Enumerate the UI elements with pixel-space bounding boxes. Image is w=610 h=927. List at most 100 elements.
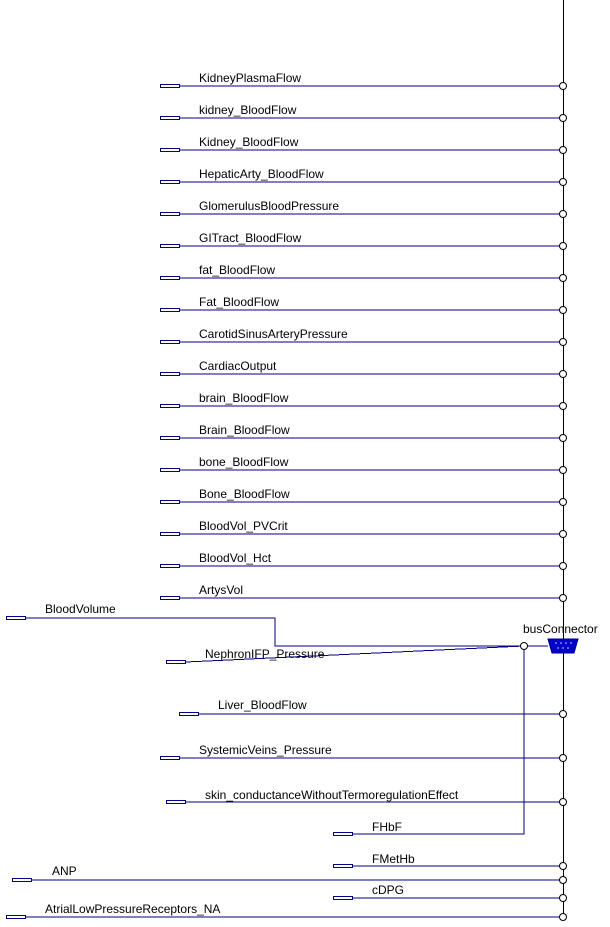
signal-label: ANP — [52, 864, 77, 878]
bus-junction-dot — [559, 562, 567, 570]
input-port-icon[interactable] — [160, 564, 180, 568]
signal-kidney_BloodFlow[interactable]: kidney_BloodFlow — [160, 103, 567, 122]
signal-label: fat_BloodFlow — [199, 263, 275, 277]
bus-junction-dot — [559, 82, 567, 90]
signal-label: NephronIFP_Pressure — [205, 647, 325, 661]
bus-junction-dot — [559, 114, 567, 122]
input-port-icon[interactable] — [179, 712, 199, 716]
signal-skin_conductanceWithoutTermoregulationEffect[interactable]: skin_conductanceWithoutTermoregulationEf… — [166, 788, 567, 806]
signal-label: BloodVol_Hct — [199, 551, 272, 565]
signal-KidneyPlasmaFlow[interactable]: KidneyPlasmaFlow — [160, 71, 567, 90]
bus-junction-dot — [559, 274, 567, 282]
nephronifp-wire[interactable] — [185, 645, 525, 663]
signal-AtrialLowPressureReceptors_NA[interactable]: AtrialLowPressureReceptors_NA — [6, 902, 567, 921]
signal-FMetHb[interactable]: FMetHb — [333, 852, 567, 870]
signal-label: CarotidSinusArteryPressure — [199, 327, 348, 341]
signal-SystemicVeins_Pressure[interactable]: SystemicVeins_Pressure — [160, 743, 567, 762]
signal-fat_BloodFlow[interactable]: fat_BloodFlow — [160, 263, 567, 282]
signal-brain_BloodFlow[interactable]: brain_BloodFlow — [160, 391, 567, 410]
input-port-icon[interactable] — [160, 276, 180, 280]
input-port-icon[interactable] — [160, 84, 180, 88]
signal-GITract_BloodFlow[interactable]: GITract_BloodFlow — [160, 231, 567, 250]
signal-label: FMetHb — [372, 852, 415, 866]
signal-label: kidney_BloodFlow — [199, 103, 297, 117]
input-port-icon[interactable] — [160, 500, 180, 504]
signal-BloodVol_PVCrit[interactable]: BloodVol_PVCrit — [160, 519, 567, 538]
input-port-icon[interactable] — [160, 116, 180, 120]
input-port-icon[interactable] — [160, 340, 180, 344]
bus-junction-dot — [559, 146, 567, 154]
bus-junction-dot — [559, 370, 567, 378]
signal-ArtysVol[interactable]: ArtysVol — [160, 583, 567, 602]
input-port-icon[interactable] — [160, 308, 180, 312]
signal-label: GITract_BloodFlow — [199, 231, 302, 245]
signal-bone_BloodFlow[interactable]: bone_BloodFlow — [160, 455, 567, 474]
signal-label: ArtysVol — [199, 583, 243, 597]
signal-label: SystemicVeins_Pressure — [199, 743, 332, 757]
signal-Liver_BloodFlow[interactable]: Liver_BloodFlow — [179, 698, 567, 718]
signal-CarotidSinusArteryPressure[interactable]: CarotidSinusArteryPressure — [160, 327, 567, 346]
input-port-icon[interactable] — [333, 896, 353, 900]
input-port-icon[interactable] — [160, 180, 180, 184]
signal-label: CardiacOutput — [199, 359, 277, 373]
signal-label: FHbF — [372, 820, 402, 834]
input-port-icon[interactable] — [166, 660, 186, 664]
bus-junction-dot — [559, 798, 567, 806]
signal-ANP[interactable]: ANP — [12, 864, 567, 884]
signal-HepaticArty_BloodFlow[interactable]: HepaticArty_BloodFlow — [160, 167, 567, 186]
signal-label: Brain_BloodFlow — [199, 423, 290, 437]
signal-Bone_BloodFlow[interactable]: Bone_BloodFlow — [160, 487, 567, 506]
fhbf-wire[interactable] — [353, 646, 525, 835]
signal-cDPG[interactable]: cDPG — [333, 883, 567, 902]
input-port-icon[interactable] — [333, 832, 353, 836]
signal-label: BloodVolume — [45, 602, 116, 616]
bus-junction-dot — [559, 402, 567, 410]
signal-Brain_BloodFlow[interactable]: Brain_BloodFlow — [160, 423, 567, 442]
input-port-icon[interactable] — [160, 532, 180, 536]
signal-BloodVol_Hct[interactable]: BloodVol_Hct — [160, 551, 567, 570]
input-port-icon[interactable] — [160, 756, 180, 760]
input-port-icon[interactable] — [6, 915, 26, 919]
bus-connector[interactable]: busConnector — [523, 622, 598, 654]
bus-junction-dot — [559, 710, 567, 718]
nephronifp-junction-dot — [520, 642, 528, 650]
bus-junction-dot — [559, 306, 567, 314]
bus-junction-dot — [559, 466, 567, 474]
bus-junction-dot — [559, 862, 567, 870]
input-port-icon[interactable] — [6, 616, 26, 620]
input-port-icon[interactable] — [333, 864, 353, 868]
input-port-icon[interactable] — [160, 596, 180, 600]
signal-BloodVolume[interactable]: BloodVolume — [6, 602, 117, 620]
bus-junction-dot — [559, 210, 567, 218]
input-port-icon[interactable] — [160, 436, 180, 440]
signal-CardiacOutput[interactable]: CardiacOutput — [160, 359, 567, 378]
signal-label: GlomerulusBloodPressure — [199, 199, 339, 213]
input-port-icon[interactable] — [160, 148, 180, 152]
bus-junction-dot — [559, 178, 567, 186]
input-port-icon[interactable] — [160, 244, 180, 248]
signals-layer: KidneyPlasmaFlow kidney_BloodFlowKidney_B… — [6, 71, 567, 921]
bloodvolume-wire[interactable] — [25, 617, 524, 647]
signal-label: Fat_BloodFlow — [199, 295, 279, 309]
input-port-icon[interactable] — [160, 404, 180, 408]
input-port-icon[interactable] — [160, 372, 180, 376]
bus-junction-dot — [559, 876, 567, 884]
signal-GlomerulusBloodPressure[interactable]: GlomerulusBloodPressure — [160, 199, 567, 218]
signal-label: bone_BloodFlow — [199, 455, 289, 469]
input-port-icon[interactable] — [166, 800, 186, 804]
bus-junction-dot — [559, 498, 567, 506]
signal-label: skin_conductanceWithoutTermoregulationEf… — [205, 788, 459, 802]
input-port-icon[interactable] — [160, 468, 180, 472]
signal-label: cDPG — [372, 883, 404, 897]
signal-NephronIFP_Pressure[interactable]: NephronIFP_Pressure — [166, 647, 325, 664]
signal-Fat_BloodFlow[interactable]: Fat_BloodFlow — [160, 295, 567, 314]
bus-connector-label: busConnector — [523, 622, 598, 636]
input-port-icon[interactable] — [12, 878, 32, 882]
bus-junction-dot — [559, 338, 567, 346]
signal-label: KidneyPlasmaFlow — [199, 71, 301, 85]
signal-FHbF[interactable]: FHbF — [333, 820, 403, 836]
signal-label: AtrialLowPressureReceptors_NA — [45, 902, 220, 916]
input-port-icon[interactable] — [160, 212, 180, 216]
signal-Kidney_BloodFlow[interactable]: Kidney_BloodFlow — [160, 135, 567, 154]
